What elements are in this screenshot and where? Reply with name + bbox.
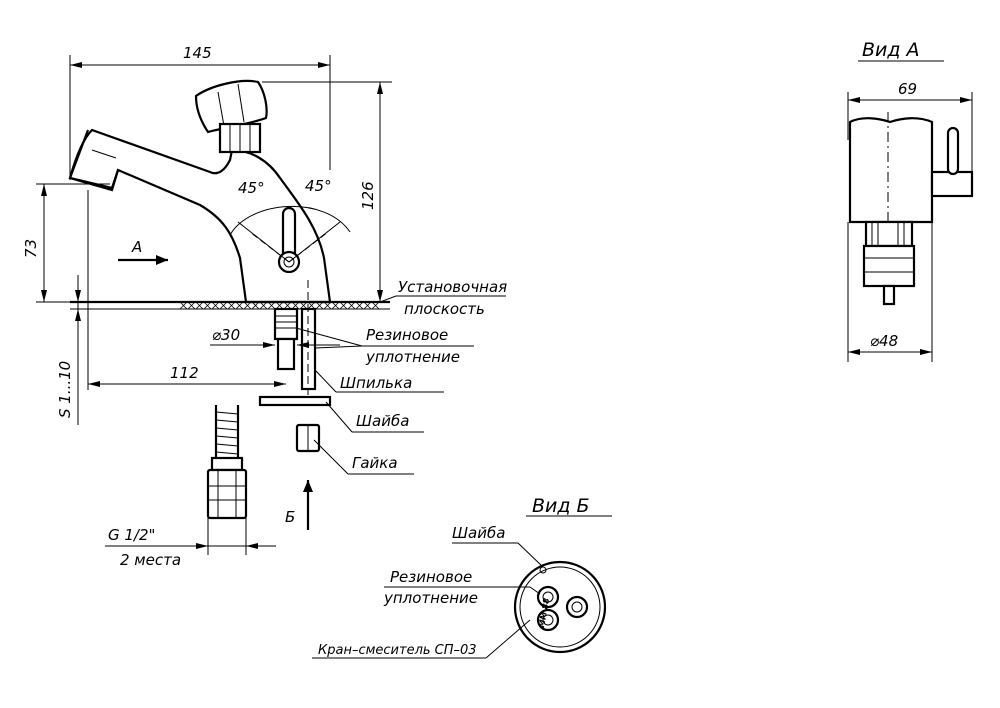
dimension-lines: 145 126 73 S 1...10 ⌀30 112 G 1/2" bbox=[22, 44, 392, 569]
callouts: Установочная плоскость Резиновое уплотне… bbox=[295, 278, 507, 475]
dim-diameter-30: ⌀30 bbox=[212, 326, 240, 344]
stud-label: Шпилька bbox=[340, 374, 412, 392]
angle-left-label: 45° bbox=[238, 179, 265, 197]
dim-145: 145 bbox=[183, 44, 212, 62]
mounting-plate-hatch bbox=[179, 301, 380, 310]
view-b: Вид Б ММ 88 Шайба Резиновое уплотнение К… bbox=[312, 495, 612, 659]
mounting-plane-label-2: плоскость bbox=[404, 300, 485, 318]
view-b-washer-label: Шайба bbox=[452, 524, 505, 542]
flexible-hose bbox=[206, 405, 248, 520]
arrow-a-label: A bbox=[131, 238, 142, 256]
angle-right-label: 45° bbox=[305, 177, 332, 195]
view-a-dim-diameter-48: ⌀48 bbox=[870, 332, 898, 350]
rubber-seal-label-2: уплотнение bbox=[365, 348, 460, 366]
dim-places: 2 места bbox=[120, 551, 181, 569]
view-b-title: Вид Б bbox=[532, 495, 590, 517]
mounting-plane-label-1: Установочная bbox=[398, 278, 507, 296]
view-a-title: Вид А bbox=[862, 39, 920, 61]
dim-73: 73 bbox=[22, 239, 40, 258]
dim-126: 126 bbox=[359, 181, 377, 210]
dim-thread: G 1/2" bbox=[108, 526, 155, 544]
view-a: Вид А 69 ⌀48 bbox=[847, 39, 974, 362]
washer-label: Шайба bbox=[356, 412, 409, 430]
rubber-seal-label-1: Резиновое bbox=[366, 326, 448, 344]
view-a-dim-69: 69 bbox=[898, 80, 917, 98]
dim-thickness: S 1...10 bbox=[56, 361, 74, 418]
view-b-mixer-label: Кран–смеситель СП–03 bbox=[318, 643, 477, 658]
arrow-b-label: Б bbox=[285, 508, 295, 526]
view-b-seal-label-1: Резиновое bbox=[390, 568, 472, 586]
dim-112: 112 bbox=[170, 364, 199, 382]
faucet-main-view: 45° 45° bbox=[68, 79, 390, 530]
nut-label: Гайка bbox=[352, 454, 398, 472]
view-b-seal-label-2: уплотнение bbox=[383, 589, 478, 607]
